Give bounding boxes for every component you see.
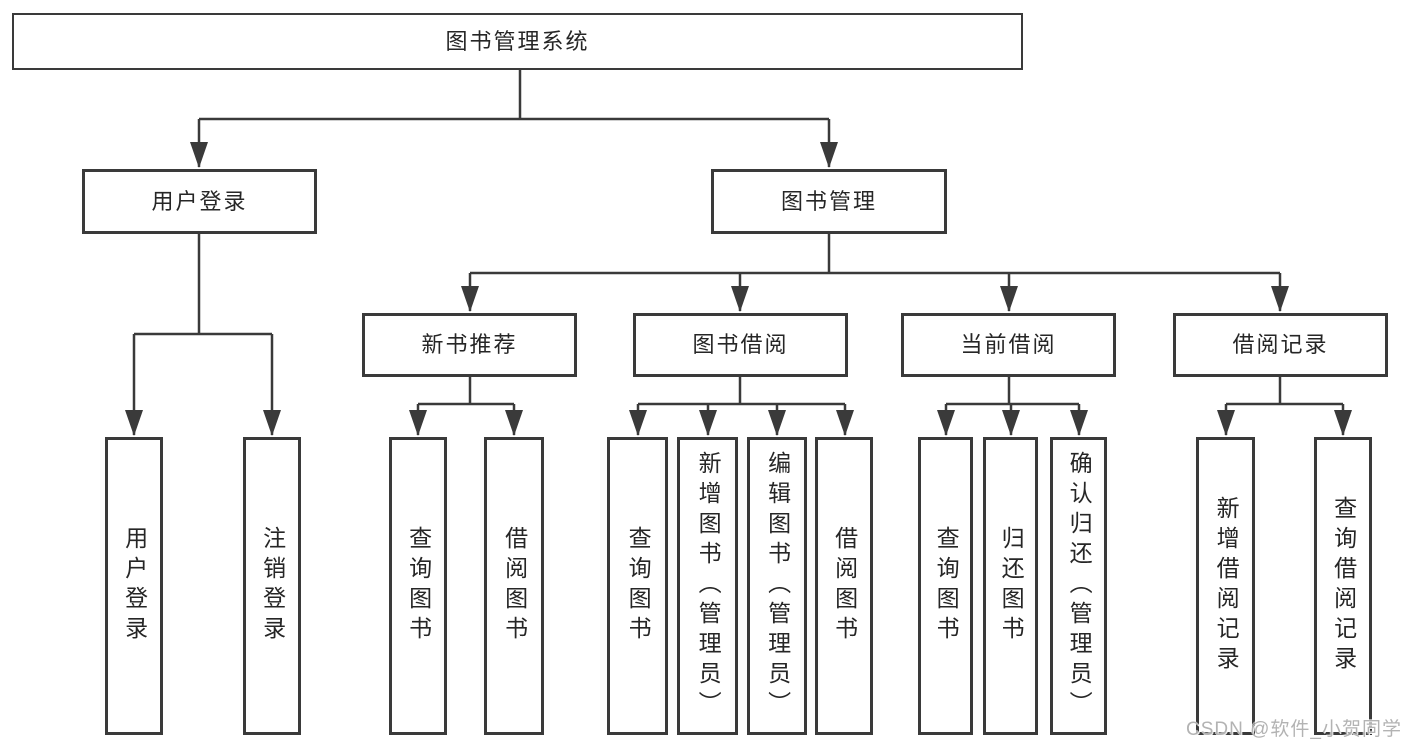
csdn-watermark: CSDN @软件_小贺同学 [1186,719,1402,740]
node-label: 新书推荐 [421,332,518,357]
node-label: 归还图书 [998,526,1025,646]
node-label: 注销登录 [259,526,286,646]
node-label: 图书管理系统 [445,28,590,54]
leaf-query-books-borrow: 查询图书 [607,437,668,735]
leaf-borrow-books-rec: 借阅图书 [484,437,544,735]
leaf-confirm-return-admin: 确认归还（管理员） [1050,437,1107,735]
node-label: 借阅图书 [831,526,858,646]
leaf-add-books-admin: 新增图书（管理员） [677,437,738,735]
node-current-borrowing: 当前借阅 [901,313,1116,377]
leaf-add-borrow-record: 新增借阅记录 [1196,437,1255,735]
node-label: 新增图书（管理员） [695,451,722,721]
node-label: 借阅记录 [1232,332,1329,357]
node-borrow-records: 借阅记录 [1173,313,1388,377]
node-label: 图书管理 [780,188,877,214]
node-new-book-recommend: 新书推荐 [362,313,577,377]
node-label: 用户登录 [121,526,148,646]
node-label: 当前借阅 [960,332,1057,357]
leaf-logout: 注销登录 [243,437,301,735]
leaf-query-books-rec: 查询图书 [389,437,447,735]
node-root: 图书管理系统 [12,13,1023,70]
node-label: 查询图书 [933,526,960,646]
node-label: 借阅图书 [501,526,528,646]
leaf-borrow-books: 借阅图书 [815,437,873,735]
node-label: 查询图书 [625,526,652,646]
node-label: 用户登录 [151,188,248,214]
node-label: 确认归还（管理员） [1066,451,1093,721]
node-book-management: 图书管理 [711,169,947,234]
node-book-borrowing: 图书借阅 [633,313,848,377]
node-user-login: 用户登录 [82,169,317,234]
leaf-user-login: 用户登录 [105,437,163,735]
node-label: 图书借阅 [692,332,789,357]
leaf-return-books: 归还图书 [983,437,1038,735]
node-label: 新增借阅记录 [1213,496,1240,676]
node-label: 查询图书 [405,526,432,646]
leaf-query-borrow-record: 查询借阅记录 [1314,437,1372,735]
node-label: 编辑图书（管理员） [764,451,791,721]
node-label: 查询借阅记录 [1330,496,1357,676]
leaf-query-books-current: 查询图书 [918,437,973,735]
leaf-edit-books-admin: 编辑图书（管理员） [747,437,807,735]
